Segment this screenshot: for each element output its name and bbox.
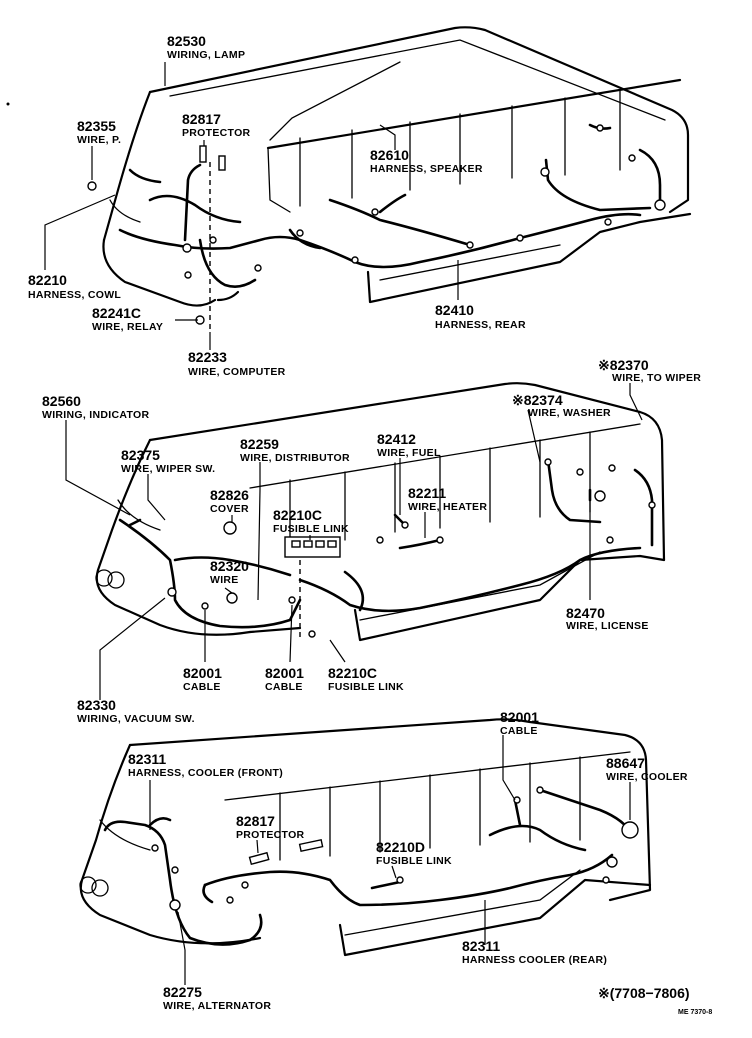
part-82370-number: ※82370 <box>598 357 649 373</box>
part-82374-number: ※82374 <box>512 392 563 408</box>
part-82560-number: 82560 <box>42 393 81 409</box>
part-82241c-number: 82241C <box>92 305 141 321</box>
middle-harness-wiring <box>118 458 656 640</box>
part-82001a-name: CABLE <box>183 681 221 693</box>
part-82233-number: 82233 <box>188 349 227 365</box>
top-harness-wiring <box>87 123 666 330</box>
part-82817b-number: 82817 <box>236 813 275 829</box>
part-82826-number: 82826 <box>210 487 249 503</box>
part-82826-name: COVER <box>210 503 249 515</box>
bottom-labels: 82001 CABLE 82311 HARNESS, COOLER (FRONT… <box>128 709 688 1012</box>
part-82001c-name: CABLE <box>500 725 538 737</box>
part-88647-name: WIRE, COOLER <box>606 771 688 783</box>
part-82275-name: WIRE, ALTERNATOR <box>163 1000 271 1012</box>
bottom-harness-wiring <box>103 786 639 946</box>
part-82330-name: WIRING, VACUUM SW. <box>77 713 195 725</box>
part-82330-number: 82330 <box>77 697 116 713</box>
part-82412-name: WIRE, FUEL <box>377 447 441 459</box>
part-82610-name: HARNESS, SPEAKER <box>370 163 483 175</box>
part-82001b-number: 82001 <box>265 665 304 681</box>
part-82410-number: 82410 <box>435 302 474 318</box>
part-82470-name: WIRE, LICENSE <box>566 620 649 632</box>
part-82412-number: 82412 <box>377 431 416 447</box>
part-82375-number: 82375 <box>121 447 160 463</box>
part-82311-rear-number: 82311 <box>462 938 500 954</box>
part-82311-front-number: 82311 <box>128 751 166 767</box>
van-bottom-illustration <box>79 718 652 957</box>
part-82355-name: WIRE, P. <box>77 134 121 146</box>
van-middle-illustration <box>95 382 666 642</box>
production-date-footnote: ※(7708−7806) <box>598 985 690 1001</box>
part-82210-name: HARNESS, COWL <box>28 289 121 301</box>
van-top-illustration <box>102 26 692 307</box>
part-88647-number: 88647 <box>606 755 645 771</box>
part-82210c-number: 82210C <box>273 507 322 523</box>
middle-labels: ※82370 WIRE, TO WIPER 82560 WIRING, INDI… <box>42 357 701 725</box>
part-82817-number: 82817 <box>182 111 221 127</box>
part-82817-name: PROTECTOR <box>182 127 251 139</box>
stray-mark <box>6 102 10 106</box>
part-82370-name: WIRE, TO WIPER <box>612 372 701 384</box>
part-82241c-name: WIRE, RELAY <box>92 321 163 333</box>
part-82311-rear-name: HARNESS COOLER (REAR) <box>462 954 607 966</box>
part-82210d-number: 82210D <box>376 839 425 855</box>
part-82211-number: 82211 <box>408 485 446 501</box>
part-82320-number: 82320 <box>210 558 249 574</box>
top-leaders <box>44 62 459 350</box>
part-82817b-name: PROTECTOR <box>236 829 305 841</box>
part-82560-name: WIRING, INDICATOR <box>42 409 149 421</box>
part-82275-number: 82275 <box>163 984 202 1000</box>
part-82259-name: WIRE, DISTRIBUTOR <box>240 452 350 464</box>
82355-grommet <box>87 181 97 191</box>
part-82001b-name: CABLE <box>265 681 303 693</box>
part-82210c-name: FUSIBLE LINK <box>273 523 349 535</box>
part-82259-number: 82259 <box>240 436 279 452</box>
part-82530-number: 82530 <box>167 33 206 49</box>
part-82311-front-name: HARNESS, COOLER (FRONT) <box>128 767 283 779</box>
part-82211-name: WIRE, HEATER <box>408 501 487 513</box>
part-82210-number: 82210 <box>28 272 67 288</box>
part-82210d-name: FUSIBLE LINK <box>376 855 452 867</box>
drawing-code: ME 7370-8 <box>678 1009 712 1016</box>
part-82374-name: WIRE, WASHER <box>528 407 611 419</box>
part-82320-name: WIRE <box>210 574 239 586</box>
part-82470-number: 82470 <box>566 605 605 621</box>
82826-cover <box>223 521 237 535</box>
part-82410-name: HARNESS, REAR <box>435 319 526 331</box>
part-82610-number: 82610 <box>370 147 409 163</box>
middle-leaders <box>65 383 643 700</box>
part-82210c-b-name: FUSIBLE LINK <box>328 681 404 693</box>
top-labels: 82530 WIRING, LAMP 82817 PROTECTOR 82355… <box>28 33 526 378</box>
part-82355-number: 82355 <box>77 118 116 134</box>
part-82001a-number: 82001 <box>183 665 222 681</box>
part-82001c-number: 82001 <box>500 709 539 725</box>
part-82530-name: WIRING, LAMP <box>167 49 245 61</box>
part-82375-name: WIRE, WIPER SW. <box>121 463 215 475</box>
part-82210c-b-number: 82210C <box>328 665 377 681</box>
bottom-leaders <box>149 735 631 985</box>
88647-cooler-unit <box>621 821 639 839</box>
part-82233-name: WIRE, COMPUTER <box>188 366 286 378</box>
